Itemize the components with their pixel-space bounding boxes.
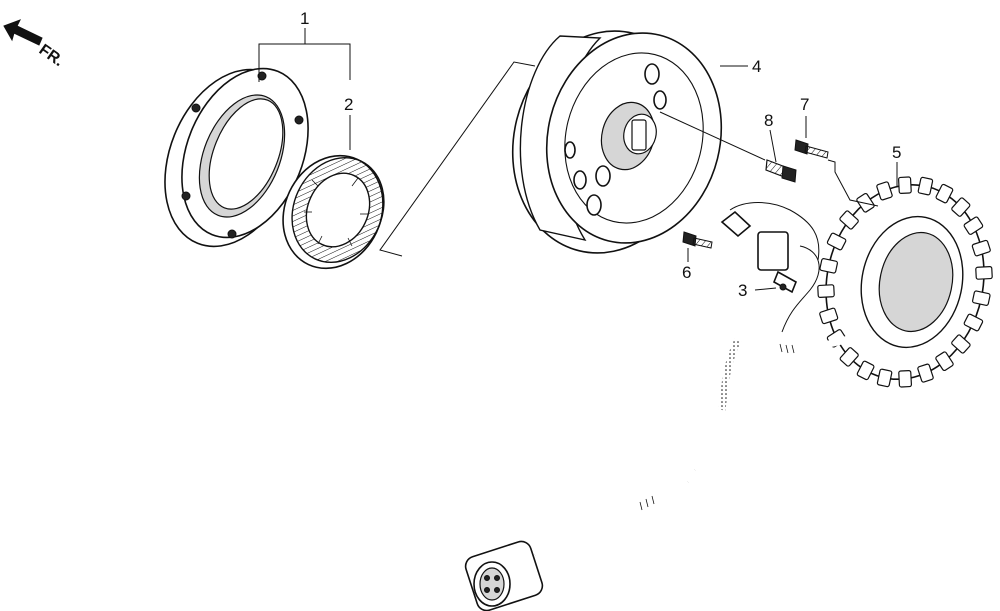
stator-tooth bbox=[951, 197, 971, 217]
wiring-harness bbox=[532, 326, 872, 558]
front-direction-indicator: FR. bbox=[3, 19, 67, 70]
front-direction-arrow-icon bbox=[3, 19, 43, 46]
alternator-stator bbox=[817, 176, 993, 388]
stator-tooth bbox=[897, 176, 912, 195]
flywheel-bolt bbox=[765, 159, 797, 183]
stator-tooth bbox=[876, 181, 893, 201]
front-direction-label: FR. bbox=[36, 41, 67, 70]
callout-7: 7 bbox=[800, 95, 809, 114]
stator-tooth bbox=[917, 363, 934, 383]
stator-tooth bbox=[935, 351, 954, 372]
pulser-bolt bbox=[682, 231, 713, 249]
stator-tooth bbox=[935, 183, 954, 204]
stator-tooth bbox=[839, 347, 859, 367]
stator-tooth bbox=[817, 284, 835, 299]
stator-tooth bbox=[898, 369, 913, 388]
callout-5: 5 bbox=[892, 143, 901, 162]
stator-tooth bbox=[963, 313, 984, 332]
stator-tooth bbox=[917, 176, 934, 196]
leader-lines bbox=[258, 28, 898, 291]
callout-1: 1 bbox=[300, 9, 309, 28]
callout-2: 2 bbox=[344, 95, 353, 114]
stator-tooth bbox=[971, 239, 991, 257]
callout-4: 4 bbox=[752, 57, 761, 76]
stator-tooth bbox=[963, 216, 984, 235]
flywheel-rotor bbox=[511, 30, 723, 254]
callout-3: 3 bbox=[738, 281, 747, 300]
stator-tooth bbox=[856, 360, 875, 381]
callout-8: 8 bbox=[764, 111, 773, 130]
stator-tooth bbox=[975, 265, 993, 280]
stator-tooth bbox=[876, 368, 893, 388]
stator-tooth bbox=[856, 192, 875, 213]
callout-6: 6 bbox=[682, 263, 691, 282]
stator-tooth bbox=[971, 290, 991, 306]
stator-teeth bbox=[817, 176, 993, 388]
starter-clutch bbox=[282, 154, 385, 270]
stator-tooth bbox=[819, 307, 839, 325]
stator-bolt bbox=[794, 139, 829, 159]
stator-tooth bbox=[826, 232, 847, 251]
harness-connector bbox=[464, 540, 544, 611]
pulser-generator bbox=[720, 202, 820, 333]
stator-tooth bbox=[951, 334, 971, 354]
stator-tooth bbox=[819, 258, 839, 274]
stator-tooth bbox=[839, 210, 859, 230]
bearing-holder-ring bbox=[164, 67, 309, 248]
